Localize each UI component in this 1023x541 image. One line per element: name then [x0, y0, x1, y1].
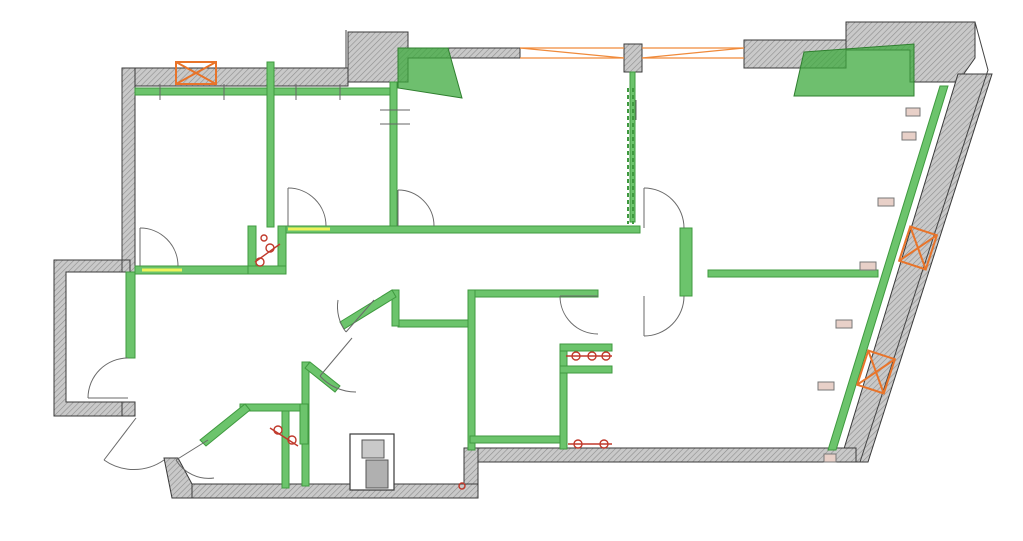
partition-diag-center — [339, 289, 397, 330]
outer-walls — [53, 21, 993, 499]
partition-wc2-r — [299, 403, 309, 445]
ventilation-grille-icon — [175, 61, 217, 85]
doors — [87, 187, 685, 479]
partition-center-col — [679, 227, 693, 297]
door-swing-icon — [337, 299, 375, 333]
right-diagonal-wall — [839, 73, 993, 463]
partition-wc-bottom — [247, 265, 287, 275]
door-swing-icon — [103, 417, 165, 470]
door-swing-icon — [175, 439, 215, 479]
heating-radiator-icon — [458, 482, 466, 490]
yellow-lines — [142, 227, 330, 272]
vents — [175, 61, 939, 395]
door-swing-icon — [643, 187, 685, 229]
partition-bath-mid — [559, 365, 613, 374]
left-wall-upper — [121, 67, 136, 273]
partition-diag-left — [199, 403, 251, 447]
partition-center-mid — [397, 319, 469, 328]
partition-bath-top — [559, 343, 613, 352]
partition-top-corridor — [134, 87, 396, 96]
partition-center-box-left — [467, 289, 476, 451]
window-frames — [519, 47, 745, 59]
window-reveals — [397, 43, 915, 99]
partitions — [125, 61, 949, 489]
ventilation-grille-icon — [855, 349, 897, 395]
door-swing-icon — [287, 187, 327, 227]
window-reveal-right — [793, 43, 915, 97]
bottom-wall — [189, 483, 479, 499]
top-center-pier — [623, 43, 643, 73]
heating-radiator-icon — [568, 439, 612, 449]
ventilation-grille-icon — [897, 225, 939, 271]
door-swing-icon — [643, 295, 685, 337]
partition-h-mid — [284, 225, 641, 234]
bottom-right-wall — [477, 447, 857, 463]
heating-radiator-icon — [254, 234, 281, 267]
right-wall-markers — [817, 107, 921, 463]
partition-center-step — [391, 289, 400, 327]
door-swing-icon — [139, 227, 179, 267]
partition-right-diag — [827, 85, 949, 451]
door-swing-icon — [87, 357, 129, 399]
partition-bath-v — [559, 343, 568, 450]
top-left-wall — [121, 67, 349, 87]
partition-right-h — [707, 269, 879, 278]
partition-kitchen — [469, 435, 563, 444]
partition-lower-v1 — [281, 409, 290, 489]
door-swing-icon — [319, 337, 357, 393]
bottom-left-diagonal — [163, 457, 193, 499]
exterior-outline — [121, 21, 989, 463]
window-reveal-left — [397, 47, 463, 99]
partition-v-room1 — [266, 61, 275, 228]
heating-radiator-icon — [269, 425, 299, 447]
tick-marks — [159, 84, 637, 125]
partition-v-room2 — [389, 81, 398, 233]
shaft-icon — [349, 433, 395, 491]
heating-radiator-icon — [566, 351, 612, 361]
partition-left-v — [125, 271, 136, 359]
dashed-guides — [627, 88, 634, 224]
door-swing-icon — [559, 295, 599, 335]
door-swing-icon — [397, 189, 435, 227]
left-wall-lower — [121, 401, 136, 417]
left-bay-wall — [53, 259, 131, 417]
fixtures — [254, 234, 612, 490]
partition-diag-lower — [304, 361, 341, 393]
